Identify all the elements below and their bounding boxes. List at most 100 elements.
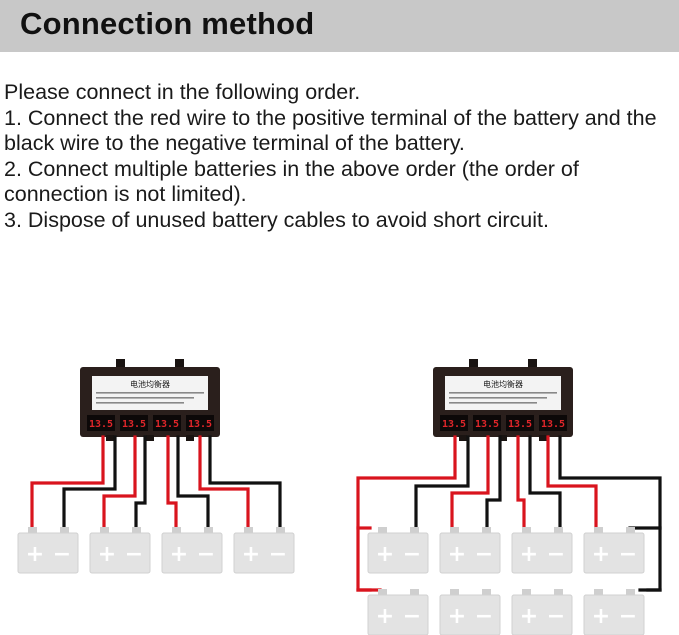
- voltage-display: [539, 415, 567, 431]
- battery-body: [17, 532, 79, 574]
- page-title: Connection method: [20, 6, 315, 41]
- voltage-display-reading: 13.5: [541, 419, 565, 430]
- battery-minus-symbol: −: [53, 542, 71, 567]
- battery-plus-symbol: +: [520, 542, 538, 567]
- battery-body: [89, 532, 151, 574]
- battery-terminal: [554, 589, 563, 596]
- battery-terminal: [378, 527, 387, 534]
- wire-positive: [450, 435, 490, 530]
- instruction-step-2: 2. Connect multiple batteries in the abo…: [4, 156, 579, 207]
- battery-plus-symbol: +: [448, 542, 466, 567]
- instruction-step-3: 3. Dispose of unused battery cables to a…: [4, 207, 549, 232]
- device-label: 电池均衡器: [130, 379, 170, 389]
- battery-terminal: [172, 527, 181, 534]
- wire-negative: [485, 435, 502, 530]
- battery-minus-symbol: −: [403, 604, 421, 629]
- mounting-tab: [175, 359, 184, 369]
- battery-terminal: [554, 527, 563, 534]
- battery-minus-symbol: −: [197, 542, 215, 567]
- voltage-display: [120, 415, 148, 431]
- battery-minus-symbol: −: [619, 604, 637, 629]
- battery-terminal: [482, 527, 491, 534]
- label-fine-print: [96, 392, 204, 394]
- mounting-tab: [528, 359, 537, 369]
- battery-terminal: [100, 527, 109, 534]
- battery-minus-symbol: −: [125, 542, 143, 567]
- battery: +−: [439, 527, 501, 574]
- wire-positive: [30, 435, 105, 530]
- battery-terminal: [60, 527, 69, 534]
- voltage-display: [87, 415, 115, 431]
- battery-plus-symbol: +: [376, 604, 394, 629]
- battery-minus-symbol: −: [547, 542, 565, 567]
- label-fine-print: [96, 402, 184, 404]
- battery-terminal: [204, 527, 213, 534]
- battery: +−: [439, 589, 501, 635]
- battery-plus-symbol: +: [170, 542, 188, 567]
- battery-plus-symbol: +: [242, 542, 260, 567]
- battery-terminal: [626, 527, 635, 534]
- battery-terminal: [450, 589, 459, 596]
- voltage-display-reading: 13.5: [442, 419, 466, 430]
- connector-tab: [459, 435, 467, 441]
- battery-terminal: [378, 589, 387, 596]
- voltage-display-reading: 13.5: [188, 419, 212, 430]
- voltage-display: [506, 415, 534, 431]
- instructions-text: Please connect in the following order. 1…: [4, 80, 674, 233]
- battery-minus-symbol: −: [403, 542, 421, 567]
- voltage-display-reading: 13.5: [508, 419, 532, 430]
- battery-plus-symbol: +: [592, 604, 610, 629]
- battery-body: [583, 594, 645, 635]
- battery-body: [367, 594, 429, 635]
- battery: +−: [89, 527, 151, 574]
- connector-tab: [539, 435, 547, 441]
- battery-terminal: [450, 527, 459, 534]
- connector-tab: [186, 435, 194, 441]
- battery-plus-symbol: +: [98, 542, 116, 567]
- mounting-tab: [116, 359, 125, 369]
- connector-tab: [499, 435, 507, 441]
- battery: +−: [367, 589, 429, 635]
- battery: +−: [233, 527, 295, 574]
- connector-tab: [146, 435, 154, 441]
- battery: +−: [511, 589, 573, 635]
- battery-minus-symbol: −: [475, 604, 493, 629]
- voltage-display: [186, 415, 214, 431]
- battery: +−: [583, 589, 645, 635]
- battery: +−: [511, 527, 573, 574]
- label-fine-print: [449, 397, 547, 399]
- wire-positive: [516, 435, 526, 530]
- battery-terminal: [482, 589, 491, 596]
- battery-plus-symbol: +: [448, 604, 466, 629]
- wire-positive: [198, 435, 250, 530]
- battery-minus-symbol: −: [619, 542, 637, 567]
- battery: +−: [161, 527, 223, 574]
- battery-terminal: [28, 527, 37, 534]
- voltage-display: [153, 415, 181, 431]
- battery-body: [511, 594, 573, 635]
- battery-terminal: [522, 589, 531, 596]
- battery-terminal: [276, 527, 285, 534]
- battery-body: [233, 532, 295, 574]
- wire-positive: [102, 435, 137, 530]
- voltage-display-reading: 13.5: [475, 419, 499, 430]
- voltage-display: [440, 415, 468, 431]
- battery-body: [161, 532, 223, 574]
- battery-terminal: [626, 589, 635, 596]
- battery-terminal: [522, 527, 531, 534]
- mounting-tab: [469, 359, 478, 369]
- battery-minus-symbol: −: [475, 542, 493, 567]
- label-fine-print: [449, 402, 537, 404]
- wire-negative: [414, 435, 470, 530]
- voltage-display: [473, 415, 501, 431]
- battery-terminal: [410, 589, 419, 596]
- battery-body: [367, 532, 429, 574]
- instruction-step-1: 1. Connect the red wire to the positive …: [4, 105, 657, 156]
- voltage-display-reading: 13.5: [155, 419, 179, 430]
- connector-tab: [106, 435, 114, 441]
- battery-body: [511, 532, 573, 574]
- battery-plus-symbol: +: [26, 542, 44, 567]
